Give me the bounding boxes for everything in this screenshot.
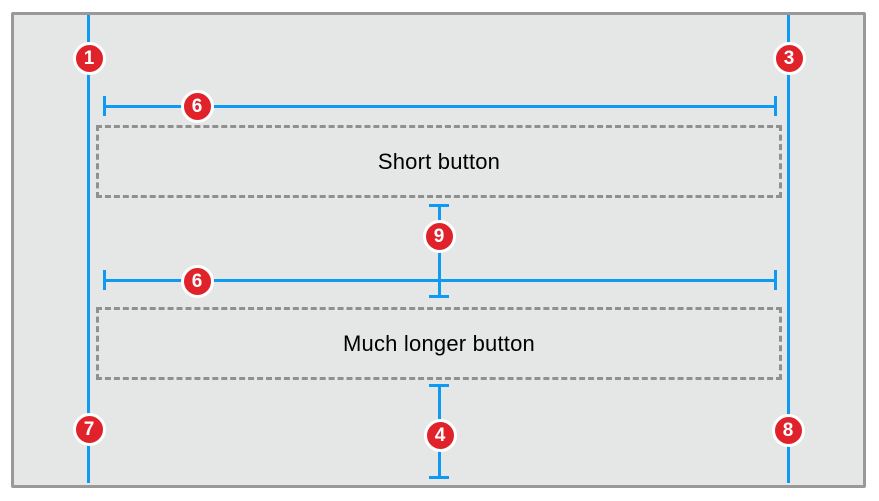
badge-number: 4: [434, 424, 446, 446]
leading-margin-guide-line: [87, 15, 90, 483]
dimension-line: [104, 279, 776, 282]
callout-badge-7: 7: [72, 412, 106, 446]
badge-number: 3: [783, 47, 795, 69]
badge-number: 6: [191, 270, 203, 292]
much-longer-button-outline: Much longer button: [96, 307, 782, 380]
callout-badge-6-bottom: 6: [180, 264, 214, 298]
badge-number: 7: [83, 418, 95, 440]
badge-number: 9: [433, 225, 445, 247]
dimension-end-tick: [774, 96, 777, 116]
badge-number: 6: [191, 95, 203, 117]
short-button-label: Short button: [377, 148, 501, 174]
dimension-line: [104, 105, 776, 108]
badge-number: 1: [83, 47, 95, 69]
badge-number: 8: [782, 419, 794, 441]
trailing-margin-guide-line: [787, 15, 790, 483]
callout-badge-1: 1: [72, 41, 106, 75]
callout-badge-8: 8: [771, 413, 805, 447]
callout-badge-9: 9: [422, 219, 456, 253]
callout-badge-6-top: 6: [180, 89, 214, 123]
callout-badge-3: 3: [772, 41, 806, 75]
much-longer-button-label: Much longer button: [343, 330, 535, 356]
dimension-end-tick: [774, 270, 777, 290]
callout-badge-4: 4: [423, 418, 457, 452]
dimension-end-tick: [429, 476, 449, 479]
short-button-outline: Short button: [96, 125, 782, 198]
dimension-end-tick: [429, 295, 449, 298]
